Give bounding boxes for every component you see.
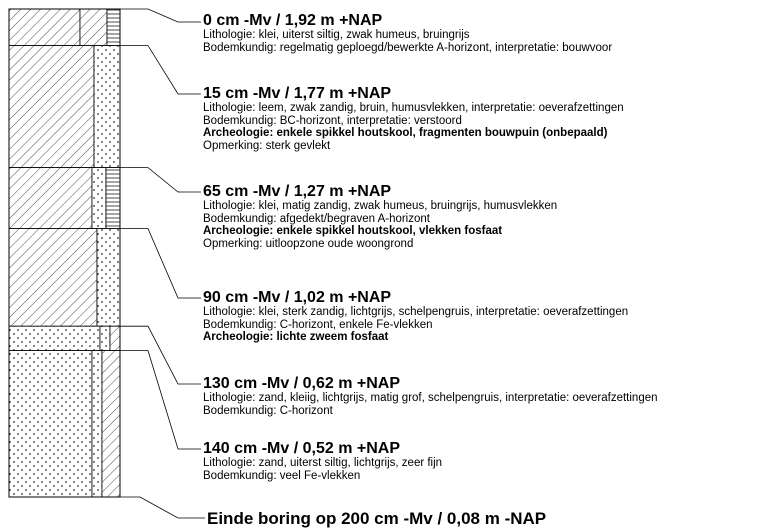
column-tier-1-cell-0: [8, 45, 95, 168]
layer-1-description: 15 cm -Mv / 1,77 m +NAP Lithologie: leem…: [203, 85, 781, 152]
column-tier-0-cell-1: [79, 8, 108, 46]
layer-1-opmerking: Opmerking: sterk gevlekt: [203, 139, 331, 152]
layer-5-description: 140 cm -Mv / 0,52 m +NAP Lithologie: zan…: [203, 440, 781, 482]
layer-5-depth: 140 cm -Mv / 0,52 m +NAP: [203, 440, 400, 457]
soil-column: [8, 8, 121, 498]
column-tier-4-cell-1: [99, 325, 111, 352]
connector-4: [120, 325, 201, 385]
connector-0: [120, 8, 201, 23]
column-tier-1-cell-1: [93, 45, 121, 168]
layer-4-lithologie: Lithologie: zand, kleiig, lichtgrijs, ma…: [203, 392, 658, 404]
layer-2-description: 65 cm -Mv / 1,27 m +NAP Lithologie: klei…: [203, 183, 781, 250]
layer-0-bodemkundig: Bodemkundig: regelmatig geploegd/bewerkt…: [203, 41, 613, 54]
layer-2-opmerking: Opmerking: uitloopzone oude woongrond: [203, 237, 414, 250]
column-tier-5-cell-0: [8, 350, 93, 498]
layer-0-description: 0 cm -Mv / 1,92 m +NAP Lithologie: klei,…: [203, 12, 781, 54]
layer-0-depth: 0 cm -Mv / 1,92 m +NAP: [203, 12, 383, 29]
layer-0-lithologie: Lithologie: klei, uiterst siltig, zwak h…: [203, 29, 470, 41]
layer-1-lithologie: Lithologie: leem, zwak zandig, bruin, hu…: [203, 102, 624, 114]
connector-5: [120, 350, 201, 450]
column-tier-5-cell-1: [91, 350, 103, 498]
column-tier-0-cell-0: [8, 8, 81, 46]
layer-2-depth: 65 cm -Mv / 1,27 m +NAP: [203, 183, 392, 200]
connector-1: [120, 45, 201, 95]
connector-2: [120, 167, 201, 193]
layer-4-depth: 130 cm -Mv / 0,62 m +NAP: [203, 375, 400, 392]
column-outline: [8, 8, 121, 498]
layer-3-archeologie: Archeologie: lichte zweem fosfaat: [203, 331, 389, 344]
layer-2-archeologie: Archeologie: enkele spikkel houtskool, v…: [203, 225, 503, 238]
layer-5-lithologie: Lithologie: zand, uiterst siltig, lichtg…: [203, 457, 443, 469]
column-tier-4-cell-2: [109, 325, 121, 352]
column-tier-2-cell-2: [105, 167, 121, 230]
layer-3-depth: 90 cm -Mv / 1,02 m +NAP: [203, 289, 392, 306]
column-tier-3-cell-0: [8, 228, 98, 327]
column-tier-4-cell-0: [8, 325, 101, 352]
layer-3-bodemkundig: Bodemkundig: C-horizont, enkele Fe-vlekk…: [203, 318, 433, 331]
layer-2-lithologie: Lithologie: klei, matig zandig, zwak hum…: [203, 200, 558, 212]
layer-1-depth: 15 cm -Mv / 1,77 m +NAP: [203, 85, 392, 102]
layer-4-description: 130 cm -Mv / 0,62 m +NAP Lithologie: zan…: [203, 375, 781, 417]
layer-1-archeologie: Archeologie: enkele spikkel houtskool, f…: [203, 127, 608, 140]
layer-5-bodemkundig: Bodemkundig: veel Fe-vlekken: [203, 469, 361, 482]
layer-3-description: 90 cm -Mv / 1,02 m +NAP Lithologie: klei…: [203, 289, 781, 344]
connector-end: [120, 496, 205, 519]
end-of-boring-label: Einde boring op 200 cm -Mv / 0,08 m -NAP: [207, 509, 547, 528]
layer-4-bodemkundig: Bodemkundig: C-horizont: [203, 404, 333, 417]
column-tier-2-cell-0: [8, 167, 93, 230]
layer-3-lithologie: Lithologie: klei, sterk zandig, lichtgri…: [203, 306, 629, 318]
connector-3: [120, 228, 201, 299]
layer-2-bodemkundig: Bodemkundig: afgedekt/begraven A-horizon…: [203, 212, 430, 225]
column-tier-0-cell-2: [106, 8, 121, 46]
depth-connectors: [120, 8, 205, 519]
column-tier-2-cell-1: [91, 167, 107, 230]
layer-1-bodemkundig: Bodemkundig: BC-horizont, interpretatie:…: [203, 114, 462, 127]
column-tier-3-cell-1: [96, 228, 121, 327]
column-tier-5-cell-2: [101, 350, 121, 498]
